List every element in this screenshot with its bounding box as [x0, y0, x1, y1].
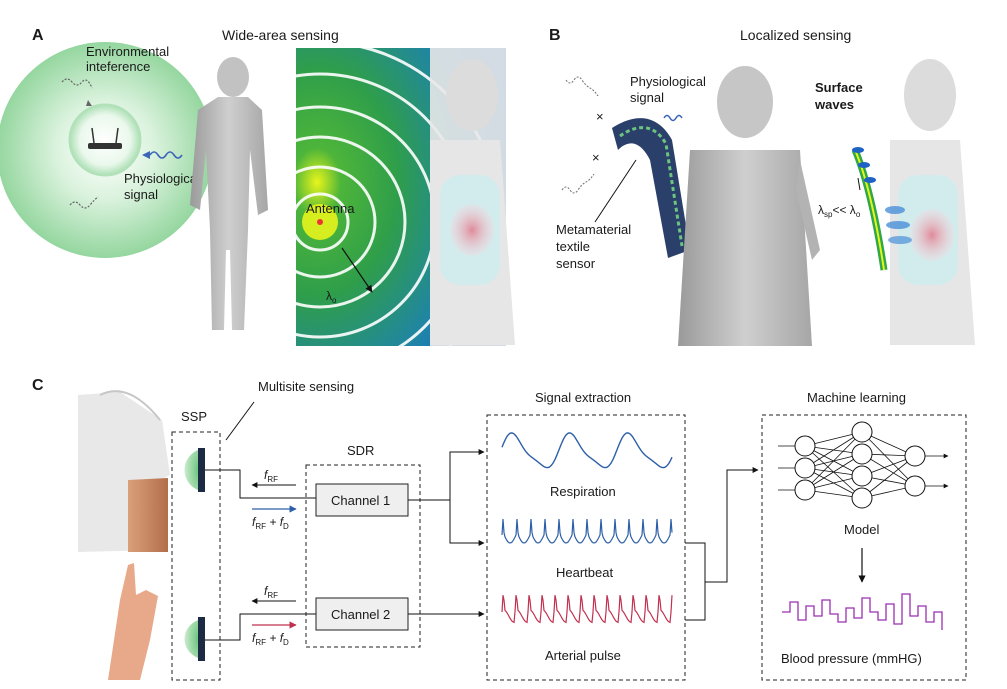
physio-label-b-1: Physiological	[630, 74, 706, 89]
panel-b: B Localized sensing × × Physiological si…	[549, 27, 975, 346]
panel-a: A Wide-area sensing Environmental intefe…	[0, 27, 515, 346]
lambda-label: λo	[326, 289, 337, 305]
interference-wave-icon	[61, 78, 93, 89]
hand-photo	[108, 563, 158, 680]
nn-node	[794, 435, 816, 457]
environmental-label-2: inteference	[86, 59, 150, 74]
ssp-box	[171, 431, 221, 681]
heartbeat-to-ml	[685, 542, 727, 583]
surface-label-2: waves	[814, 97, 854, 112]
sdr-label: SDR	[347, 443, 374, 458]
machine-learning-title: Machine learning	[807, 390, 906, 405]
physio-arrow-icon	[142, 151, 150, 159]
nn-node	[851, 465, 873, 487]
panel-b-letter: B	[549, 27, 561, 44]
physio-label-b-2: signal	[630, 90, 664, 105]
blood-pressure-trace	[782, 593, 943, 630]
antenna-label: Antenna	[306, 201, 355, 216]
nn-node	[851, 487, 873, 509]
respiration-label: Respiration	[550, 484, 616, 499]
signal-extraction-box	[486, 414, 686, 681]
nn-edge	[861, 431, 916, 487]
physio-label-1: Physiological	[124, 171, 200, 186]
nn-node	[904, 445, 926, 467]
signal-extraction-title: Signal extraction	[535, 390, 631, 405]
torso-xray-a	[430, 59, 515, 345]
panel-c-letter: C	[32, 377, 44, 394]
surface-label-1: Surface	[815, 80, 863, 95]
wavelength-arrow	[341, 247, 373, 293]
ssp-sensor-top	[198, 448, 205, 492]
machine-learning-box	[761, 414, 967, 681]
human-back-figure	[678, 66, 820, 346]
ssp-field-bottom	[184, 620, 198, 658]
f-rf-label-ch1: fRF	[264, 468, 278, 484]
panel-c: C SSP Multisite sensing fRF fRF + fD	[32, 377, 967, 681]
meta-label-1: Metamaterial	[556, 222, 631, 237]
panel-b-title: Localized sensing	[740, 27, 851, 43]
nn-node	[904, 475, 926, 497]
blocked-x-icon: ×	[596, 109, 604, 124]
meta-label-2: textile	[556, 239, 590, 254]
nn-edge	[861, 455, 916, 499]
arterial-label: Arterial pulse	[545, 648, 621, 663]
meta-label-3: sensor	[556, 256, 596, 271]
panel-a-title: Wide-area sensing	[222, 27, 339, 43]
ch1-to-heartbeat	[449, 500, 485, 546]
physio-wave-icon	[149, 151, 183, 159]
surface-wave-pattern	[851, 147, 912, 271]
channel-2-block	[315, 597, 409, 631]
lambda-sp-marker	[857, 177, 861, 191]
channel-1-label: Channel 1	[331, 493, 390, 508]
lambda-relation-label: λsp<< λo	[818, 203, 861, 219]
interference-arrow-icon	[86, 100, 92, 106]
channel-2-label: Channel 2	[331, 607, 390, 622]
torso-xray-b	[890, 59, 975, 345]
ch1-to-respiration	[408, 449, 485, 501]
nn-node	[851, 443, 873, 465]
nn-node	[851, 421, 873, 443]
ssp-field-top	[184, 450, 198, 490]
blocked-x-icon: ×	[592, 150, 600, 165]
f-rf-fd-label-ch1: fRF + fD	[252, 515, 289, 531]
f-rf-label-ch2: fRF	[264, 584, 278, 600]
physio-label-2: signal	[124, 187, 158, 202]
features-to-ml	[685, 467, 759, 621]
respiration-trace	[501, 432, 673, 469]
nn-edge	[804, 431, 863, 469]
ssp-sensor-bottom	[198, 617, 205, 661]
router-icon	[88, 127, 122, 149]
wire-ch1	[205, 469, 316, 499]
blood-pressure-label: Blood pressure (mmHG)	[781, 651, 922, 666]
noise-wave-icon	[561, 173, 595, 194]
meta-pointer-line	[594, 159, 637, 223]
multisite-pointer	[225, 401, 255, 441]
heartbeat-label: Heartbeat	[556, 565, 613, 580]
sdr-box	[305, 464, 421, 648]
f-rf-fd-label-ch2: fRF + fD	[252, 631, 289, 647]
standing-human-figure	[190, 57, 268, 330]
nn-node	[794, 457, 816, 479]
multisite-label: Multisite sensing	[258, 379, 354, 394]
panel-a-letter: A	[32, 27, 44, 44]
nn-edge	[804, 431, 863, 491]
ssp-label: SSP	[181, 409, 207, 424]
arm-shirt-photo	[78, 390, 170, 552]
environmental-label-1: Environmental	[86, 44, 169, 59]
interference-wave-icon	[69, 196, 99, 209]
model-label: Model	[844, 522, 880, 537]
nn-edge	[804, 453, 863, 491]
nn-node	[794, 479, 816, 501]
arterial-pulse-trace	[501, 595, 673, 624]
antenna-dot	[317, 219, 323, 225]
metamaterial-textile-icon	[612, 118, 690, 258]
neural-network-icon	[778, 421, 949, 509]
wire-ch2	[205, 613, 316, 641]
heartbeat-trace	[501, 518, 673, 544]
router-zone	[68, 103, 142, 177]
noise-wave-icon	[565, 76, 599, 97]
physio-wave-icon	[663, 114, 683, 122]
